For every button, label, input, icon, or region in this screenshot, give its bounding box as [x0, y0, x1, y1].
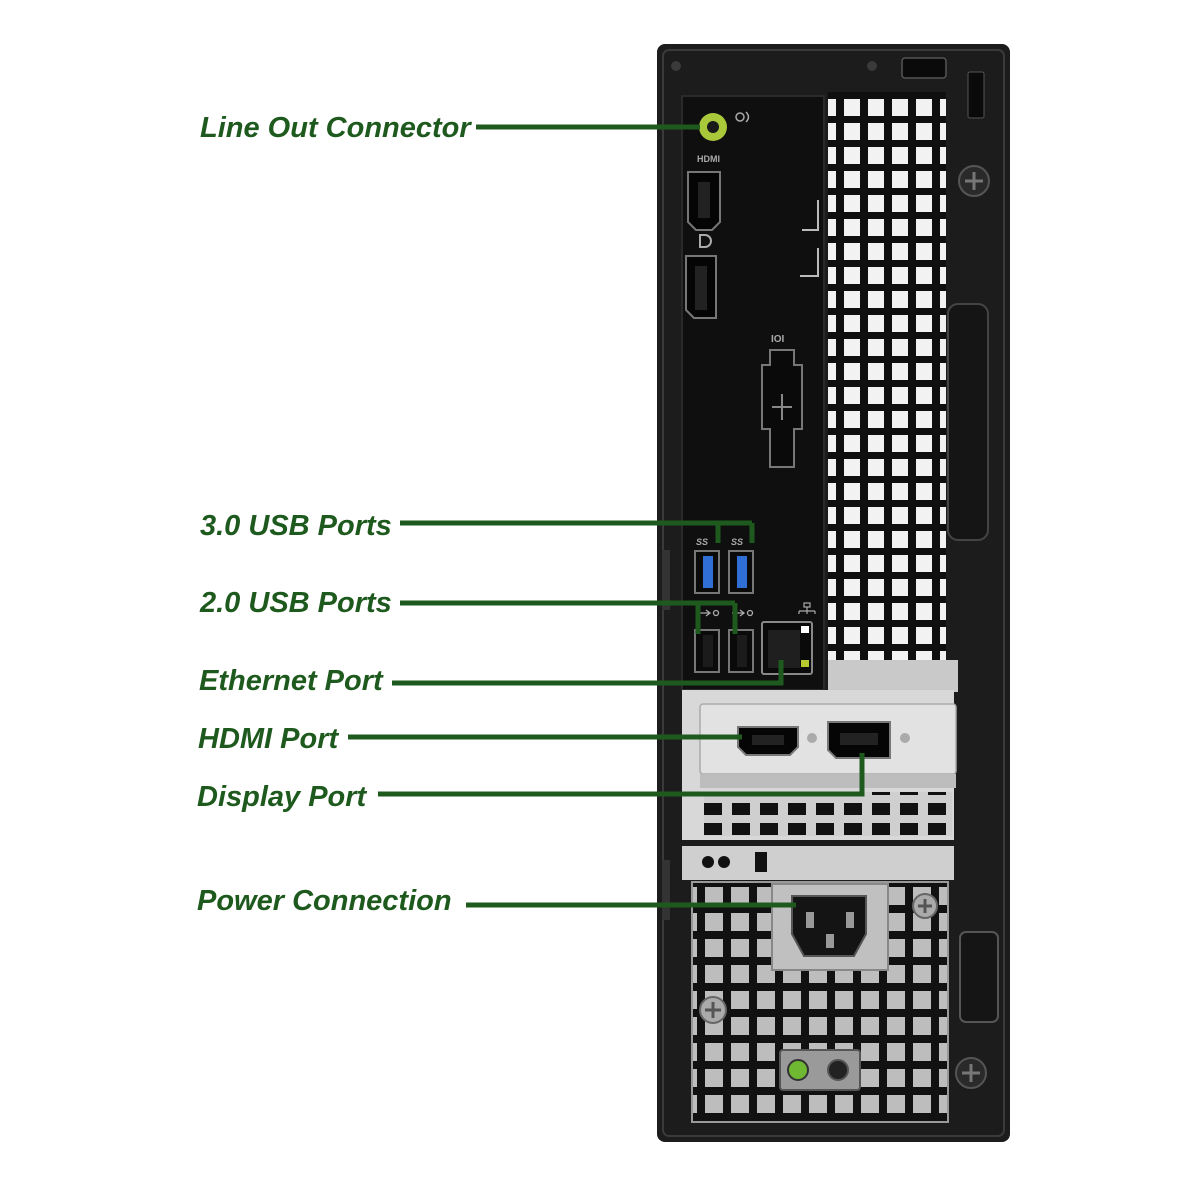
chassis-handle[interactable] — [947, 303, 989, 541]
label-ethernet-port: Ethernet Port — [199, 665, 384, 697]
label-usb3-ports: 3.0 USB Ports — [200, 510, 392, 542]
leader-line-ethernet — [392, 660, 784, 686]
serial-port-knockout — [761, 349, 803, 468]
lock-slot — [901, 57, 947, 79]
thumbscrew-icon — [912, 893, 938, 919]
thumbscrew-icon[interactable] — [958, 165, 990, 197]
power-supply — [682, 846, 954, 1123]
usb2-port[interactable] — [728, 629, 754, 673]
onboard-hdmi-port[interactable] — [687, 171, 721, 231]
ventilation-grille — [828, 92, 946, 678]
headphone-out-icon — [735, 111, 750, 123]
graphics-card-bracket — [699, 703, 957, 836]
psu-led-icon — [787, 1059, 809, 1081]
usb2-port[interactable] — [694, 629, 720, 673]
card-displayport[interactable] — [827, 721, 891, 759]
hdmi-marking: HDMI — [697, 154, 720, 164]
usb3-port[interactable] — [694, 550, 720, 594]
usb3-marking: SS — [731, 537, 743, 547]
screw-hole — [671, 61, 681, 71]
thumbscrew-icon[interactable] — [955, 1057, 987, 1089]
label-line-out-connector: Line Out Connector — [200, 112, 472, 144]
leader-line-usb3 — [400, 520, 755, 543]
callout-labels: Line Out Connector 3.0 USB Ports 2.0 USB… — [197, 112, 472, 917]
leader-line-usb2 — [400, 600, 738, 634]
label-usb2-ports: 2.0 USB Ports — [199, 587, 392, 619]
screw-hole — [867, 61, 877, 71]
leader-lines — [348, 124, 865, 908]
psu-diagnostic-panel — [779, 1049, 861, 1091]
serial-marking: IOI — [771, 334, 785, 345]
line-out-jack[interactable] — [699, 113, 727, 141]
psu-test-button[interactable] — [827, 1059, 849, 1081]
onboard-displayport[interactable] — [685, 255, 717, 319]
displayport-logo-icon — [699, 234, 712, 248]
thumbscrew-icon — [699, 996, 727, 1024]
power-inlet[interactable] — [771, 883, 889, 971]
lock-slot — [967, 71, 985, 119]
label-power-connection: Power Connection — [197, 885, 452, 917]
label-display-port: Display Port — [197, 781, 368, 813]
ethernet-port[interactable] — [761, 621, 813, 675]
card-hdmi-port[interactable] — [737, 726, 799, 756]
network-icon — [798, 602, 816, 614]
label-hdmi-port: HDMI Port — [198, 723, 340, 755]
leader-line-displayport — [378, 753, 865, 797]
usb3-port[interactable] — [728, 550, 754, 594]
usb3-marking: SS — [696, 537, 708, 547]
io-panel: HDMI IOI SS SS — [681, 95, 825, 691]
release-latch[interactable] — [959, 931, 999, 1023]
